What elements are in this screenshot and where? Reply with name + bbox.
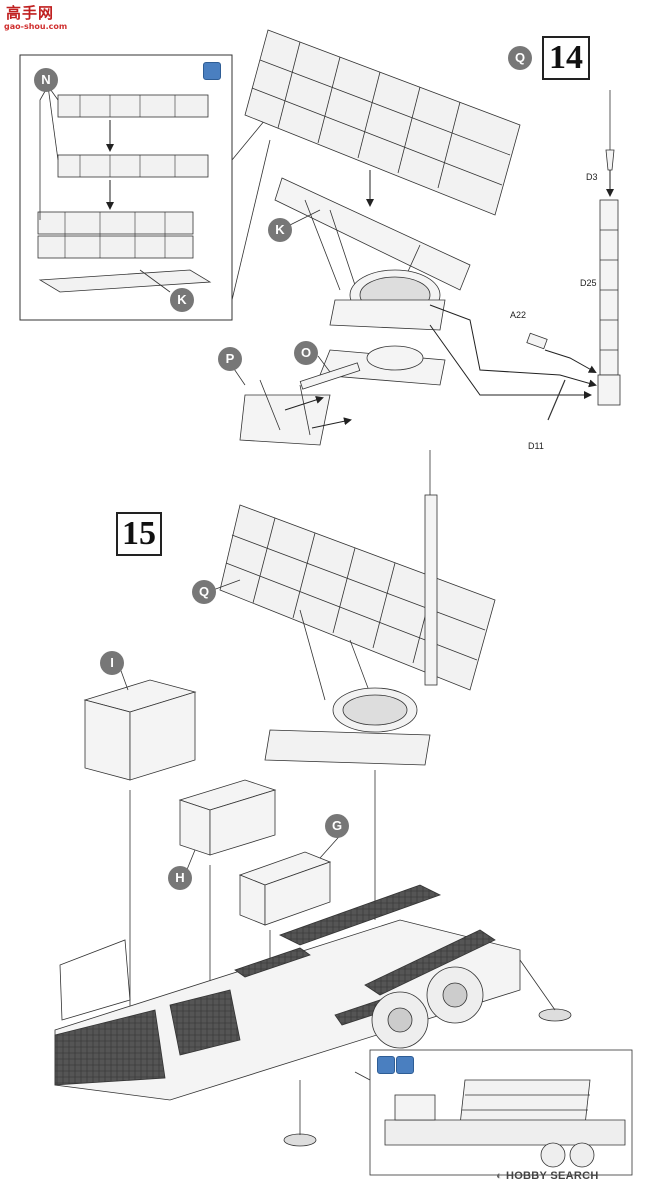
watermark-text: 高手网 xyxy=(6,4,55,22)
completed-view-inset xyxy=(369,1049,633,1176)
trailer-chassis xyxy=(54,884,572,1147)
part-number-D11: D11 xyxy=(528,441,544,451)
dropper-icon xyxy=(203,62,221,80)
assembly-label-Q-step15: Q xyxy=(192,580,216,604)
part-number-D3: D3 xyxy=(586,172,598,182)
assembly-label-H: H xyxy=(168,866,192,890)
assembly-label-K-main: K xyxy=(268,218,292,242)
glue-icon xyxy=(396,1056,414,1074)
assembly-label-P: P xyxy=(218,347,242,371)
generator-I xyxy=(83,679,197,781)
part-number-D25: D25 xyxy=(580,278,597,288)
container-G xyxy=(238,851,332,926)
assembly-label-G: G xyxy=(325,814,349,838)
inset-launcher-frame xyxy=(19,54,271,321)
assembly-label-N: N xyxy=(34,68,58,92)
assembly-label-I: I xyxy=(100,651,124,675)
footer-text: HOBBY SEARCH xyxy=(505,1170,599,1182)
step14-canister-block xyxy=(244,29,521,216)
step-number-14: 14 xyxy=(542,36,590,80)
assembly-label-K-inset: K xyxy=(170,288,194,312)
hobby-search-watermark: ◐HOBBY SEARCH xyxy=(496,1170,599,1182)
dropper-icon xyxy=(377,1056,395,1074)
container-H xyxy=(178,779,277,856)
assembly-label-O: O xyxy=(294,341,318,365)
part-A22 xyxy=(526,332,548,350)
antenna-mast xyxy=(597,90,621,406)
hobby-search-logo-icon: ◐ xyxy=(496,1170,503,1182)
watermark-url: gao-shou.com xyxy=(4,22,68,31)
site-watermark: 高手网 gao-shou.com xyxy=(2,2,72,36)
launcher-frame-K xyxy=(274,177,471,331)
step15-launcher xyxy=(219,504,496,766)
part-number-A22: A22 xyxy=(510,310,527,320)
step-number-15: 15 xyxy=(116,512,162,556)
step15-mast xyxy=(424,450,438,686)
base-assembly-P-O xyxy=(239,345,446,446)
assembly-label-Q-top: Q xyxy=(508,46,532,70)
